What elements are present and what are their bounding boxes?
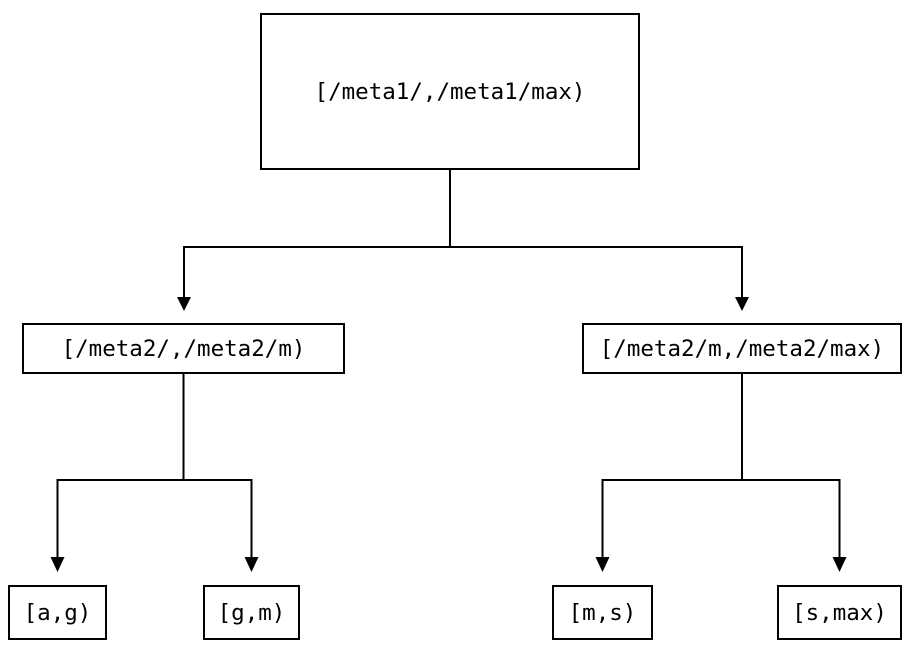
edge-root-right (449, 170, 743, 297)
node-leaf-smax-label: [s,max) (792, 599, 887, 626)
node-meta2-right-label: [/meta2/m,/meta2/max) (599, 335, 885, 362)
edge-right-leaf-smax (741, 374, 841, 557)
node-leaf-ag: [a,g) (8, 585, 107, 640)
edge-root-left (183, 170, 451, 297)
arrowhead-icon (177, 297, 191, 311)
node-leaf-gm: [g,m) (203, 585, 300, 640)
node-meta2-left-label: [/meta2/,/meta2/m) (61, 335, 306, 362)
edge-left-leaf-ag (56, 374, 185, 557)
arrowhead-icon (735, 297, 749, 311)
node-leaf-ag-label: [a,g) (23, 599, 92, 626)
arrowhead-icon (595, 557, 610, 572)
arrowhead-icon (50, 557, 65, 572)
node-leaf-ms: [m,s) (552, 585, 653, 640)
node-root: [/meta1/,/meta1/max) (260, 13, 640, 170)
node-meta2-right: [/meta2/m,/meta2/max) (582, 323, 902, 374)
edge-right-leaf-ms (601, 374, 743, 557)
node-root-label: [/meta1/,/meta1/max) (314, 78, 586, 105)
arrowhead-icon (244, 557, 259, 572)
arrowhead-icon (832, 557, 847, 572)
edge-left-leaf-gm (182, 374, 253, 557)
node-leaf-gm-label: [g,m) (217, 599, 286, 626)
node-leaf-ms-label: [m,s) (568, 599, 637, 626)
node-leaf-smax: [s,max) (777, 585, 902, 640)
node-meta2-left: [/meta2/,/meta2/m) (22, 323, 345, 374)
